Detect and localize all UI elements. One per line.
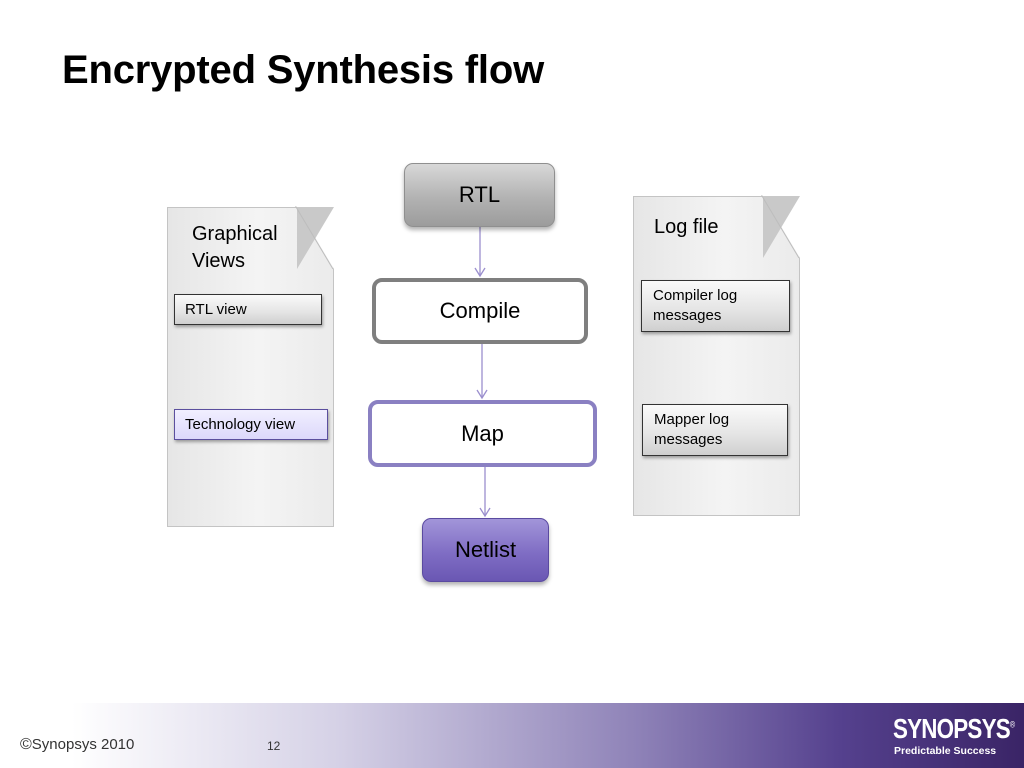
slide-title: Encrypted Synthesis flow (62, 48, 544, 92)
copyright-symbol: © (20, 736, 32, 753)
log-file-title: Log file (654, 216, 719, 238)
technology-view-item: Technology view (174, 409, 328, 440)
map-step: Map (368, 400, 597, 467)
graphical-views-card: Graphical Views RTL view Technology view (167, 206, 334, 527)
arrowhead-netlist (479, 507, 491, 518)
document-sheet (633, 196, 800, 516)
copyright-notice: ©Synopsys 2010 (20, 736, 134, 754)
log-file-card: Log file Compiler log messages Mapper lo… (633, 195, 800, 516)
rtl-step: RTL (404, 163, 555, 227)
copyright-text: Synopsys 2010 (31, 736, 135, 753)
compiler-log-item: Compiler log messages (641, 280, 790, 332)
graphical-views-title: Graphical Views (192, 223, 278, 272)
synopsys-logo: SYNOPSYS® (893, 713, 1015, 745)
slide-footer: ©Synopsys 2010 12 SYNOPSYS® Predictable … (0, 703, 1024, 768)
arrowhead-map (476, 389, 488, 400)
logo-wordmark: SYNOPSYS (893, 713, 1011, 744)
netlist-step: Netlist (422, 518, 549, 582)
arrowhead-compile (474, 267, 486, 278)
logo-tagline: Predictable Success (894, 745, 997, 757)
rtl-view-item: RTL view (174, 294, 322, 325)
page-number: 12 (267, 739, 281, 753)
registered-mark: ® (1009, 719, 1015, 730)
mapper-log-item: Mapper log messages (642, 404, 788, 456)
compile-step: Compile (372, 278, 588, 344)
